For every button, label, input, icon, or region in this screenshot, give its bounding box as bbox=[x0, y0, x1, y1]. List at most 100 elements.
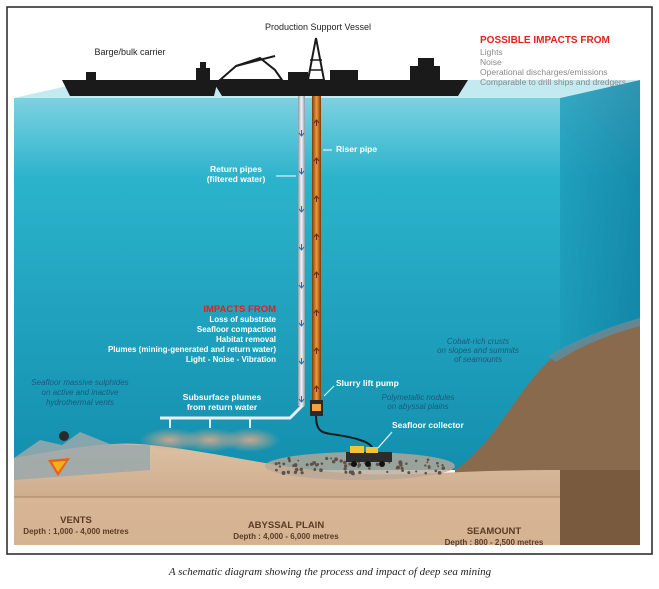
nodule bbox=[348, 470, 353, 474]
vent-rocks bbox=[14, 432, 150, 480]
cobalt-crust-layer bbox=[548, 318, 640, 362]
impact-item: Seafloor compaction bbox=[197, 325, 276, 334]
nodule bbox=[368, 467, 371, 470]
nodule bbox=[441, 463, 444, 467]
possible-impact-item: Comparable to drill ships and dredgers bbox=[480, 77, 626, 87]
return-down-arrow bbox=[298, 282, 305, 289]
nodule bbox=[426, 461, 429, 464]
collector-label: Seafloor collector bbox=[392, 420, 464, 430]
nodule bbox=[343, 464, 348, 468]
nodule bbox=[343, 467, 347, 471]
slurry-pump-label: Slurry lift pump bbox=[336, 378, 399, 388]
seamount-front-face bbox=[560, 470, 640, 545]
return-pipe-horizontal bbox=[160, 403, 305, 420]
production-support-vessel bbox=[212, 37, 468, 96]
zone-vents-depth: Depth : 1,000 - 4,000 metres bbox=[23, 527, 129, 536]
nodule bbox=[415, 470, 418, 473]
riser-up-arrow bbox=[313, 157, 320, 164]
riser-up-arrow bbox=[313, 347, 320, 354]
impact-item: Habitat removal bbox=[216, 335, 276, 344]
subsurface-plumes-label: Subsurface plumes bbox=[183, 392, 262, 402]
riser-up-arrow bbox=[313, 233, 320, 240]
nodule bbox=[424, 464, 427, 467]
figure-caption: A schematic diagram showing the process … bbox=[168, 566, 492, 578]
nodule bbox=[405, 462, 408, 465]
nodule bbox=[427, 466, 431, 469]
nodule bbox=[277, 461, 281, 465]
subsurface-plumes-sublabel: from return water bbox=[187, 402, 258, 412]
nodule bbox=[375, 462, 380, 467]
nodule bbox=[282, 462, 286, 466]
vessel-label: Production Support Vessel bbox=[265, 22, 371, 32]
nodules-label: Polymetallic nodules bbox=[382, 393, 455, 402]
nodule bbox=[313, 468, 316, 472]
nodule bbox=[414, 459, 418, 463]
nodule bbox=[320, 462, 324, 465]
nodule bbox=[275, 468, 278, 472]
nodule bbox=[339, 459, 343, 463]
nodule bbox=[287, 471, 290, 474]
nodule bbox=[399, 463, 403, 467]
nodule bbox=[334, 457, 338, 462]
nodule bbox=[386, 470, 389, 474]
nodule bbox=[435, 461, 439, 465]
seafloor-front-face bbox=[14, 497, 560, 545]
return-pipes-label: Return pipes bbox=[210, 164, 262, 174]
nodule bbox=[400, 466, 404, 470]
zone-abyssal-depth: Depth : 4,000 - 6,000 metres bbox=[233, 532, 339, 541]
nodule bbox=[319, 468, 323, 473]
return-pipes-sublabel: (filtered water) bbox=[207, 174, 266, 184]
possible-impact-item: Lights bbox=[480, 47, 503, 57]
nodule bbox=[343, 460, 347, 465]
massive-sulphides-label: hydrothermal vents bbox=[46, 398, 114, 407]
return-down-arrow bbox=[298, 396, 305, 403]
impact-item: Light - Noise - Vibration bbox=[186, 355, 276, 364]
nodule bbox=[288, 460, 291, 463]
nodule bbox=[293, 470, 298, 475]
barge-label: Barge/bulk carrier bbox=[94, 47, 165, 57]
possible-impact-item: Noise bbox=[480, 57, 502, 67]
nodule bbox=[426, 458, 430, 462]
zone-abyssal-name: ABYSSAL PLAIN bbox=[248, 520, 325, 531]
vent-smoke bbox=[59, 431, 69, 441]
nodule bbox=[407, 471, 411, 475]
impact-item: Loss of substrate bbox=[209, 315, 276, 324]
riser-pipe bbox=[312, 96, 321, 401]
riser-pipe-label: Riser pipe bbox=[336, 144, 377, 154]
riser-up-arrow bbox=[313, 271, 320, 278]
nodule bbox=[437, 465, 440, 468]
return-down-arrow bbox=[298, 320, 305, 327]
nodule bbox=[344, 470, 348, 474]
nodule bbox=[309, 462, 314, 466]
cobalt-crusts-label: Cobalt-rich crusts bbox=[447, 337, 509, 346]
nodule bbox=[437, 470, 442, 475]
cobalt-crusts-label: on slopes and summits bbox=[437, 346, 519, 355]
return-down-arrow bbox=[298, 168, 305, 175]
nodule bbox=[396, 465, 401, 470]
impact-item: Plumes (mining-generated and return wate… bbox=[108, 345, 276, 354]
nodule bbox=[401, 469, 405, 472]
possible-impact-item: Operational discharges/emissions bbox=[480, 67, 608, 77]
nodule bbox=[305, 463, 309, 467]
plume-3 bbox=[220, 428, 280, 452]
nodule bbox=[325, 456, 329, 461]
return-down-arrow bbox=[298, 358, 305, 365]
flow-arrows bbox=[298, 119, 320, 403]
nodule bbox=[294, 467, 299, 472]
zone-vents-name: VENTS bbox=[60, 515, 92, 526]
nodule bbox=[348, 462, 352, 466]
nodule bbox=[316, 462, 320, 466]
seafloor-collector bbox=[346, 446, 392, 467]
return-down-arrow bbox=[298, 206, 305, 213]
return-down-arrow bbox=[298, 244, 305, 251]
riser-up-arrow bbox=[313, 119, 320, 126]
ocean-water bbox=[14, 80, 640, 470]
riser-up-arrow bbox=[313, 385, 320, 392]
riser-up-arrow bbox=[313, 309, 320, 316]
nodule bbox=[292, 464, 295, 468]
nodule bbox=[281, 471, 286, 475]
massive-sulphides-label: Seafloor massive sulphides bbox=[31, 378, 128, 387]
nodule bbox=[442, 467, 445, 470]
nodule bbox=[312, 463, 314, 466]
zone-seamount-name: SEAMOUNT bbox=[467, 526, 522, 537]
